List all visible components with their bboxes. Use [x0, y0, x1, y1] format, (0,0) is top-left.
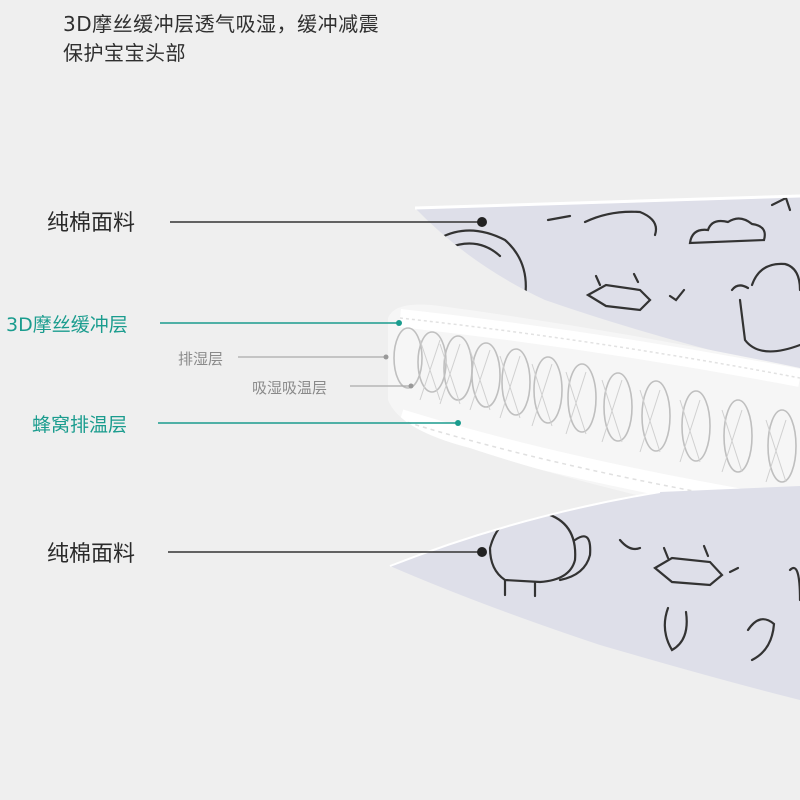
fish-doodle-icon-2 [653, 544, 740, 587]
leader-lines [158, 217, 487, 557]
3d-mesh-layer [388, 304, 800, 530]
rabbit-doodle-icon [663, 606, 688, 652]
round-animal-doodle-icon [438, 229, 527, 300]
label-absorb-layer: 吸湿吸温层 [252, 379, 328, 397]
caption-line-1: 3D摩丝缓冲层透气吸湿，缓冲减震 [63, 12, 380, 36]
caption-line-2: 保护宝宝头部 [63, 41, 186, 65]
product-caption: 3D摩丝缓冲层透气吸湿，缓冲减震 保护宝宝头部 [63, 10, 483, 68]
label-drain-layer: 排湿层 [178, 350, 224, 368]
cotton-fabric-top [414, 194, 800, 372]
cat-doodle-icon [546, 210, 658, 237]
label-cotton-bottom: 纯棉面料 [47, 542, 136, 567]
label-cotton-top: 纯棉面料 [47, 211, 136, 236]
label-honeycomb-layer: 蜂窝排温层 [32, 414, 128, 436]
fish-doodle-icon [585, 272, 686, 312]
cat-tail-doodle-icon [730, 262, 800, 353]
cotton-fabric-bottom [389, 486, 800, 700]
cloud-doodle-icon [688, 217, 766, 245]
label-3d-mesh: 3D摩丝缓冲层 [6, 314, 128, 336]
